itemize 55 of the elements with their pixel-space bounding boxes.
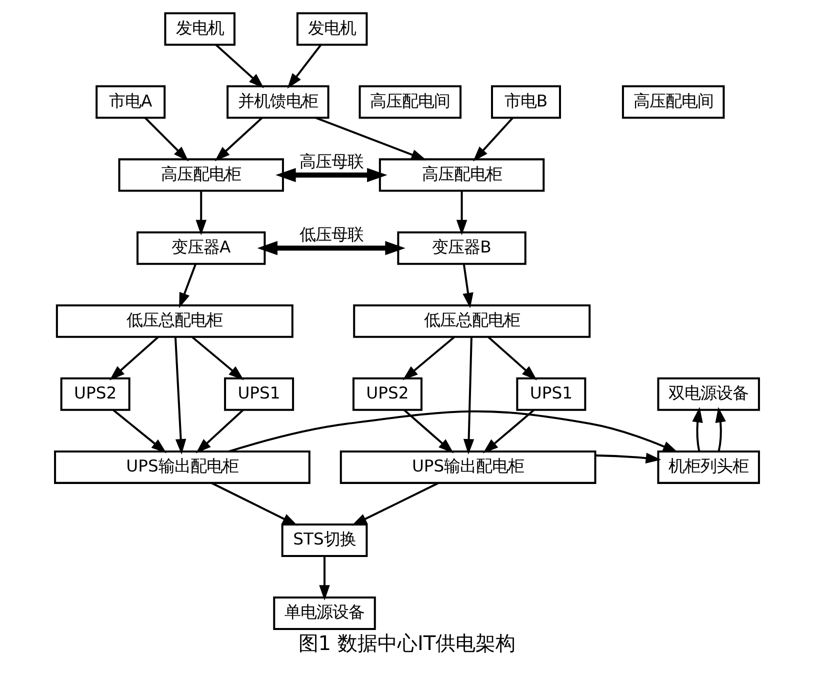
arrow bbox=[112, 409, 167, 454]
arrow bbox=[463, 337, 474, 454]
arrow bbox=[276, 168, 388, 182]
edge-label: 高压母联 bbox=[299, 152, 364, 171]
arrow bbox=[109, 336, 159, 380]
arrow bbox=[211, 482, 298, 526]
node-box: STS切换 bbox=[281, 524, 368, 557]
node-box: 发电机 bbox=[164, 12, 236, 46]
node-box: 市电A bbox=[96, 85, 166, 119]
arrow bbox=[257, 241, 406, 256]
arrow bbox=[402, 336, 456, 380]
node-box: UPS2 bbox=[60, 377, 130, 411]
node-box: 高压配电柜 bbox=[378, 158, 545, 192]
edge-label: 低压母联 bbox=[299, 224, 364, 244]
arrow bbox=[196, 190, 206, 236]
caption: 图1 数据中心IT供电架构 bbox=[298, 631, 516, 656]
node-box: 双电源设备 bbox=[657, 377, 760, 411]
node-box: UPS输出配电柜 bbox=[340, 450, 596, 484]
node-box: 高压配电柜 bbox=[118, 158, 284, 192]
arrow bbox=[456, 190, 468, 236]
arrow bbox=[482, 409, 535, 454]
node-box: 高压配电间 bbox=[622, 85, 725, 119]
arrow bbox=[473, 117, 514, 162]
arrow bbox=[595, 452, 662, 464]
node-box: 并机馈电柜 bbox=[226, 85, 330, 119]
arrow bbox=[214, 117, 263, 162]
arrow bbox=[488, 336, 538, 380]
node-box: 高压配电间 bbox=[358, 85, 462, 119]
arrow bbox=[319, 556, 330, 600]
arrow bbox=[404, 409, 454, 454]
arrow bbox=[316, 116, 427, 160]
node-box: UPS2 bbox=[352, 377, 422, 411]
node-box: 市电B bbox=[491, 85, 561, 119]
arrow bbox=[715, 407, 726, 452]
node-box: 发电机 bbox=[296, 12, 368, 46]
arrow bbox=[196, 409, 244, 454]
node-box: UPS1 bbox=[224, 377, 294, 411]
node-box: UPS1 bbox=[516, 377, 586, 411]
arrow bbox=[144, 117, 189, 162]
arrow bbox=[462, 264, 474, 308]
arrow bbox=[351, 482, 439, 526]
arrow bbox=[215, 44, 264, 88]
node-box: 单电源设备 bbox=[273, 596, 376, 630]
node-box: UPS输出配电柜 bbox=[54, 450, 310, 484]
node-box: 低压总配电柜 bbox=[353, 304, 591, 338]
arrow bbox=[287, 44, 322, 89]
node-box: 机柜列头柜 bbox=[657, 450, 760, 484]
arrow bbox=[192, 336, 244, 380]
arrow bbox=[228, 410, 678, 453]
node-box: 变压器B bbox=[397, 231, 526, 265]
arrow bbox=[174, 337, 186, 454]
node-box: 变压器A bbox=[136, 231, 266, 265]
arrow bbox=[692, 407, 703, 452]
arrow bbox=[179, 264, 197, 308]
node-box: 低压总配电柜 bbox=[56, 304, 294, 338]
